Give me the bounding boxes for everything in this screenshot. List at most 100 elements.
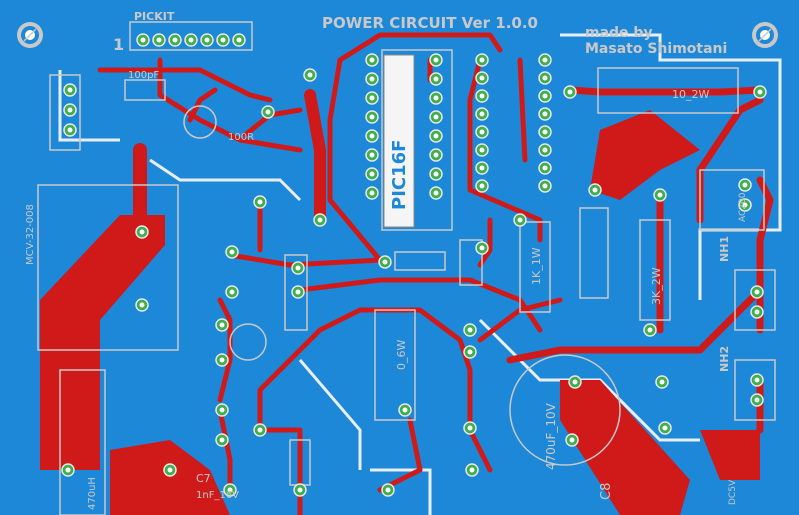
pad-hole — [257, 199, 263, 205]
pad-hole — [382, 259, 388, 265]
resistor-10r-outline — [597, 67, 739, 114]
r-1k-1w-label: 1K_1W — [530, 247, 543, 285]
c8-outline — [509, 354, 621, 466]
regulator-outline — [229, 323, 267, 361]
ac-connector-outline — [699, 169, 765, 231]
pad-hole — [757, 89, 763, 95]
pad-hole — [433, 152, 439, 158]
resistor-3k2-outline — [639, 219, 671, 321]
pad-hole — [754, 377, 760, 383]
pad-hole — [542, 147, 548, 153]
r-100r-label: 100R — [228, 132, 254, 143]
r-horizontal-outline — [394, 251, 446, 271]
pad-hole — [517, 217, 523, 223]
pad-hole — [742, 202, 748, 208]
pad-hole — [139, 302, 145, 308]
resistor-06w-outline — [374, 309, 416, 421]
c8-value-label: 470uF_10V — [544, 402, 558, 470]
pad-hole — [592, 187, 598, 193]
pad-hole — [402, 407, 408, 413]
mounting-holes — [17, 22, 778, 48]
pad-hole — [479, 57, 485, 63]
pad-hole — [567, 89, 573, 95]
transistor-outline — [284, 254, 308, 331]
pad-hole — [479, 129, 485, 135]
pad-hole — [433, 114, 439, 120]
pin1-label: 1 — [113, 35, 124, 54]
labels: POWER CIRCUIT Ver 1.0.0 made by Masato S… — [25, 10, 748, 510]
pad-hole — [229, 289, 235, 295]
author-line1: made by — [585, 25, 653, 41]
pad-hole — [479, 183, 485, 189]
nh1-outline — [734, 269, 776, 331]
pad-hole — [204, 37, 210, 43]
pad-hole — [479, 93, 485, 99]
pad-hole — [369, 171, 375, 177]
pad-hole — [188, 37, 194, 43]
c7-value-label: 1nF_16V — [196, 490, 239, 501]
pad-hole — [220, 37, 226, 43]
pad-hole — [467, 349, 473, 355]
pad-hole — [433, 133, 439, 139]
pad-hole — [229, 249, 235, 255]
left-header-outline — [49, 74, 81, 151]
pad-hole — [542, 183, 548, 189]
pad-hole — [369, 57, 375, 63]
pad-hole — [219, 322, 225, 328]
transformer-outline — [37, 184, 179, 351]
pad-hole — [572, 379, 578, 385]
pad-hole — [219, 357, 225, 363]
pickit-label: PICKIT — [134, 10, 175, 23]
pad-hole — [385, 487, 391, 493]
r-3k-2w-label: 3K_2W — [650, 267, 663, 305]
pads — [61, 33, 767, 497]
pad-hole — [479, 165, 485, 171]
pad-hole — [67, 127, 73, 133]
c-small-outline — [459, 239, 483, 286]
ac200-label: AC200 — [738, 192, 748, 222]
pad-hole — [369, 95, 375, 101]
left-connector-label: MCV-32-008 — [25, 204, 36, 265]
pad-hole — [369, 190, 375, 196]
nh1-label: NH1 — [718, 236, 731, 262]
pad-hole — [67, 107, 73, 113]
pad-hole — [542, 111, 548, 117]
pad-hole — [542, 129, 548, 135]
c8-label: C8 — [599, 483, 614, 500]
l1-outline — [59, 369, 106, 515]
board-title: POWER CIRCUIT Ver 1.0.0 — [322, 14, 538, 32]
pad-hole — [227, 487, 233, 493]
silkscreen — [37, 21, 776, 515]
pad-hole — [542, 165, 548, 171]
pad-hole — [433, 171, 439, 177]
pad-hole — [433, 57, 439, 63]
c7-label: C7 — [196, 472, 211, 485]
pad-hole — [657, 192, 663, 198]
mcu-label: PIC16F — [389, 140, 410, 210]
pad-hole — [662, 425, 668, 431]
pad-hole — [369, 76, 375, 82]
mounting-hole-tl — [17, 22, 43, 48]
pad-hole — [317, 217, 323, 223]
pad-hole — [67, 87, 73, 93]
pad-hole — [433, 76, 439, 82]
pad-hole — [219, 407, 225, 413]
c-electrolytic-outline — [183, 105, 217, 139]
resistor-3k-outline — [579, 207, 609, 299]
pad-hole — [479, 75, 485, 81]
pad-hole — [257, 427, 263, 433]
pad-hole — [139, 229, 145, 235]
pad-hole — [479, 111, 485, 117]
pad-hole — [479, 147, 485, 153]
pad-hole — [542, 93, 548, 99]
mounting-hole-tr — [752, 22, 778, 48]
dc5v-label: DC5V — [728, 479, 738, 505]
pad-hole — [542, 75, 548, 81]
pad-hole — [167, 467, 173, 473]
ic-outline — [381, 49, 453, 231]
pad-hole — [369, 152, 375, 158]
pad-hole — [369, 114, 375, 120]
pad-hole — [172, 37, 178, 43]
pad-hole — [295, 289, 301, 295]
